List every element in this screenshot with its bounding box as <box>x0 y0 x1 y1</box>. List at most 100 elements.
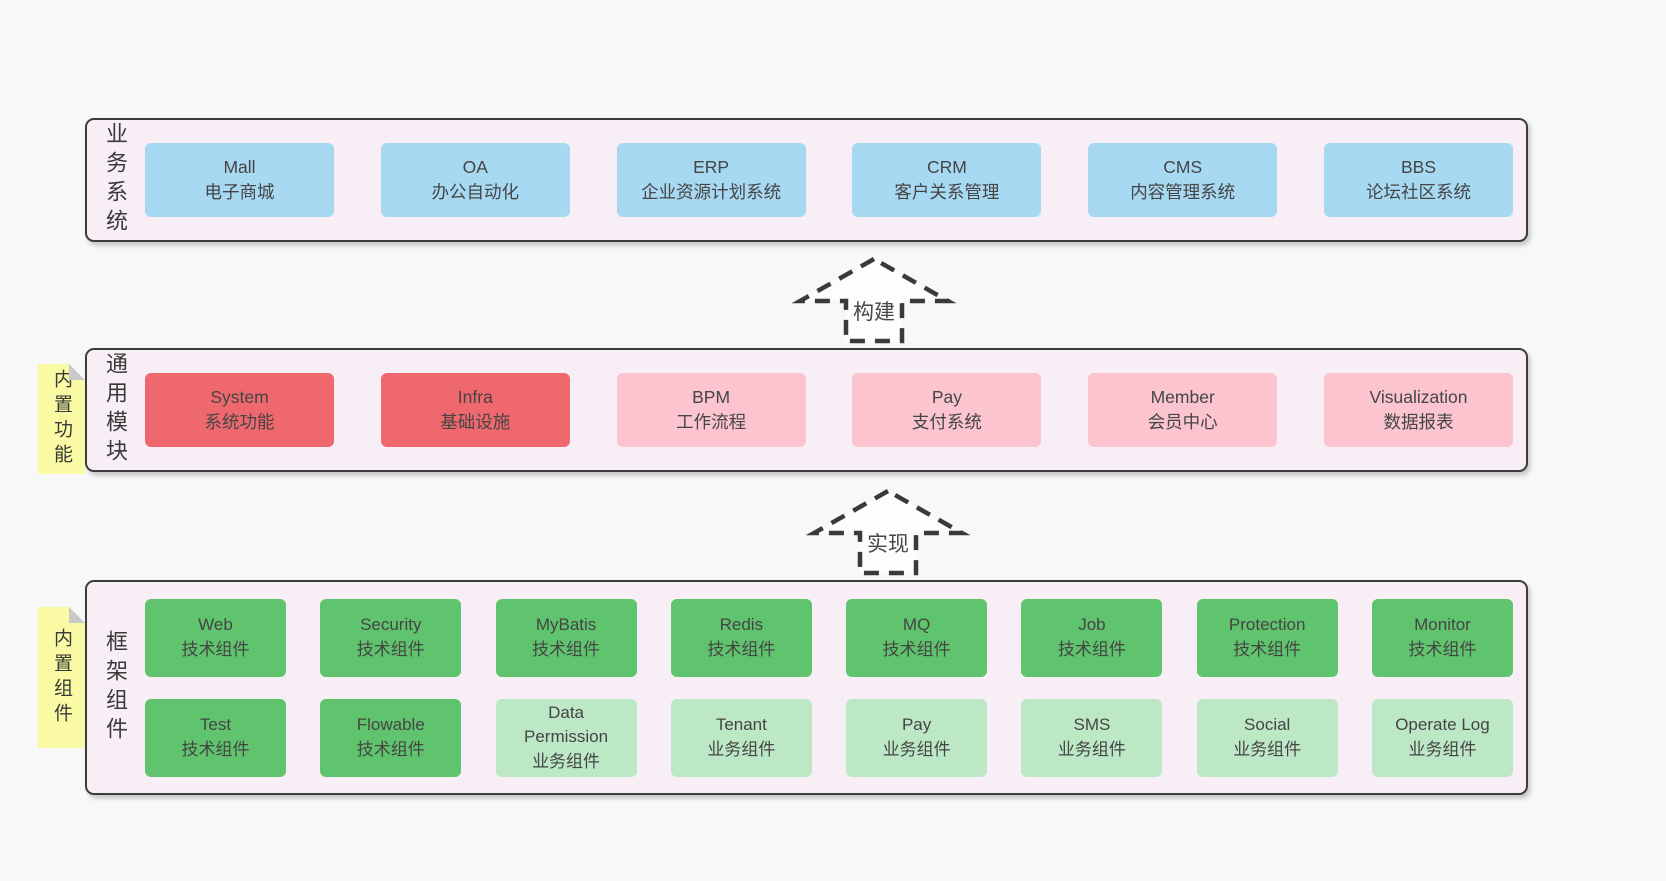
node-subtitle: 内容管理系统 <box>1130 182 1236 202</box>
dashed-up-arrow-build: 构建 <box>792 256 957 344</box>
node-title: Test <box>199 715 232 735</box>
node-job: Job 技术组件 <box>1021 598 1163 677</box>
node-subtitle: 技术组件 <box>1408 639 1477 659</box>
node-subtitle: 业务组件 <box>1057 739 1126 759</box>
node-subtitle: 技术组件 <box>356 639 425 659</box>
node-subtitle: 技术组件 <box>181 639 250 659</box>
node-title: Monitor <box>1414 615 1471 635</box>
box-row: Web 技术组件 Security 技术组件 MyBatis 技术组件 Redi… <box>145 598 1513 677</box>
node-subtitle: 技术组件 <box>1233 639 1302 659</box>
sticky-note-label: 内置组件 <box>51 627 72 728</box>
arrow-label: 实现 <box>867 533 909 556</box>
node-protection: Protection 技术组件 <box>1196 598 1338 677</box>
node-title: OA <box>462 157 488 178</box>
node-subtitle: 技术组件 <box>356 739 425 759</box>
node-subtitle: 客户关系管理 <box>894 182 1000 202</box>
node-title: Social <box>1244 715 1291 735</box>
node-system: System 系统功能 <box>145 373 334 447</box>
box-row: Mall 电子商城 OA 办公自动化 ERP 企业资源计划系统 CRM 客户关系… <box>145 143 1513 217</box>
box-row: System 系统功能 Infra 基础设施 BPM 工作流程 Pay 支付系统… <box>145 373 1513 447</box>
node-subtitle: 业务组件 <box>707 739 776 759</box>
node-subtitle: 技术组件 <box>181 739 250 759</box>
panel-content: Mall 电子商城 OA 办公自动化 ERP 企业资源计划系统 CRM 客户关系… <box>145 120 1513 240</box>
node-title: CMS <box>1163 157 1203 178</box>
panel-content: Web 技术组件 Security 技术组件 MyBatis 技术组件 Redi… <box>145 582 1513 793</box>
node-subtitle: 企业资源计划系统 <box>641 182 782 202</box>
node-crm: CRM 客户关系管理 <box>852 143 1042 217</box>
node-mq: MQ 技术组件 <box>846 598 988 677</box>
node-title: Flowable <box>356 715 425 735</box>
node-subtitle: 基础设施 <box>440 412 511 432</box>
node-subtitle: 技术组件 <box>882 639 951 659</box>
node-subtitle: 业务组件 <box>532 751 601 771</box>
node-monitor: Monitor 技术组件 <box>1371 598 1513 677</box>
arrow-outline <box>806 488 971 576</box>
panel-content: System 系统功能 Infra 基础设施 BPM 工作流程 Pay 支付系统… <box>145 350 1513 470</box>
node-mall: Mall 电子商城 <box>145 143 334 217</box>
box-row: Test 技术组件 Flowable 技术组件 Data Permission … <box>145 698 1513 777</box>
node-title: Protection <box>1228 615 1306 635</box>
node-erp: ERP 企业资源计划系统 <box>616 143 806 217</box>
node-title: Pay <box>931 387 962 408</box>
node-title: Pay <box>901 715 932 735</box>
arrow-outline <box>792 256 957 344</box>
node-subtitle: 办公自动化 <box>431 182 520 202</box>
node-title: Visualization <box>1369 387 1468 408</box>
node-social: Social 业务组件 <box>1196 698 1338 777</box>
node-subtitle: 业务组件 <box>882 739 951 759</box>
node-title: Redis <box>719 615 764 635</box>
node-title: SMS <box>1073 715 1111 735</box>
node-pay-component: Pay 业务组件 <box>846 698 988 777</box>
node-subtitle: 业务组件 <box>1233 739 1302 759</box>
node-infra: Infra 基础设施 <box>380 373 570 447</box>
node-bbs: BBS 论坛社区系统 <box>1323 143 1513 217</box>
node-title: BPM <box>692 387 731 408</box>
arrow-label: 构建 <box>853 301 895 324</box>
node-security: Security 技术组件 <box>320 598 462 677</box>
panel-label-common-modules: 通用模块 <box>103 352 128 468</box>
node-title: Job <box>1078 615 1106 635</box>
node-oa: OA 办公自动化 <box>380 143 570 217</box>
node-title: Member <box>1150 387 1215 408</box>
node-visualization: Visualization 数据报表 <box>1323 373 1513 447</box>
node-title: Infra <box>457 387 493 408</box>
node-test: Test 技术组件 <box>145 698 286 777</box>
node-title: Tenant <box>715 715 767 735</box>
node-member: Member 会员中心 <box>1088 373 1278 447</box>
panel-business-systems: 业务系统 Mall 电子商城 OA 办公自动化 ERP 企业资源计划系统 CRM… <box>85 118 1528 242</box>
sticky-note-builtin-components: 内置组件 <box>38 607 85 748</box>
node-subtitle: 业务组件 <box>1408 739 1477 759</box>
node-title: Web <box>198 615 233 635</box>
node-title: ERP <box>693 157 730 178</box>
node-subtitle: 系统功能 <box>204 412 275 432</box>
sticky-note-builtin-features: 内置功能 <box>38 364 85 474</box>
panel-framework-components: 框架组件 Web 技术组件 Security 技术组件 MyBatis 技术组件… <box>85 580 1528 795</box>
node-mybatis: MyBatis 技术组件 <box>495 598 637 677</box>
node-redis: Redis 技术组件 <box>670 598 812 677</box>
node-title: System <box>210 387 269 408</box>
node-subtitle: 工作流程 <box>676 412 747 432</box>
sticky-note-label: 内置功能 <box>51 369 72 469</box>
node-title: Operate Log <box>1395 715 1490 735</box>
node-subtitle: 技术组件 <box>532 639 601 659</box>
panel-label-business-systems: 业务系统 <box>103 122 128 238</box>
node-title: Security <box>360 615 422 635</box>
node-subtitle: 支付系统 <box>911 412 982 432</box>
node-data-permission: Data Permission 业务组件 <box>495 698 637 777</box>
node-web: Web 技术组件 <box>145 598 286 677</box>
node-subtitle: 数据报表 <box>1383 412 1454 432</box>
node-pay-module: Pay 支付系统 <box>852 373 1042 447</box>
dashed-up-arrow-implement: 实现 <box>806 488 971 576</box>
node-cms: CMS 内容管理系统 <box>1088 143 1278 217</box>
node-title: MQ <box>902 615 931 635</box>
node-subtitle: 电子商城 <box>204 182 275 202</box>
node-title: Data Permission <box>524 703 609 747</box>
node-title: MyBatis <box>535 615 597 635</box>
node-title: BBS <box>1400 157 1436 178</box>
node-subtitle: 会员中心 <box>1147 412 1218 432</box>
node-subtitle: 技术组件 <box>1057 639 1126 659</box>
panel-common-modules: 通用模块 System 系统功能 Infra 基础设施 BPM 工作流程 Pay… <box>85 348 1528 472</box>
node-sms: SMS 业务组件 <box>1021 698 1163 777</box>
panel-label-framework-components: 框架组件 <box>103 629 128 746</box>
